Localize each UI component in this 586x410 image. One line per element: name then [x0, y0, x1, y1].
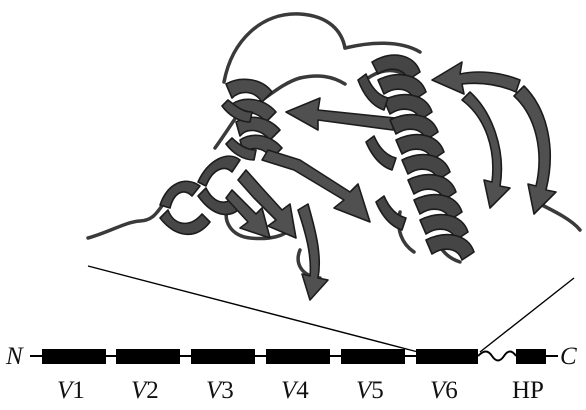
c-terminus-label: C: [560, 343, 577, 370]
domain-label-v3: V3: [206, 377, 234, 404]
n-terminus-label: N: [5, 343, 24, 370]
domain-label-v2: V2: [131, 377, 159, 404]
connector-line-right: [480, 278, 574, 352]
domain-box-hp: [516, 349, 546, 364]
protein-ribbon-structure: [88, 14, 580, 300]
coil-loops: [88, 14, 580, 278]
domain-label-v6: V6: [430, 377, 458, 404]
domain-box-v4: [266, 349, 330, 364]
connector-line-left: [88, 266, 418, 352]
domain-box-v2: [116, 349, 180, 364]
domain-box-v3: [191, 349, 255, 364]
domain-label-v1: V1: [57, 377, 85, 404]
connector-lines: [88, 266, 574, 352]
domain-label-hp: HP: [512, 377, 544, 404]
domain-box-v6: [416, 349, 478, 364]
domain-box-v1: [42, 349, 106, 364]
linker-wave: [478, 352, 516, 361]
domain-label-v5: V5: [356, 377, 384, 404]
domain-map: N C V1 V2 V3 V4 V5 V6 HP: [5, 343, 577, 404]
domain-label-v4: V4: [281, 377, 309, 404]
domain-box-v5: [341, 349, 405, 364]
